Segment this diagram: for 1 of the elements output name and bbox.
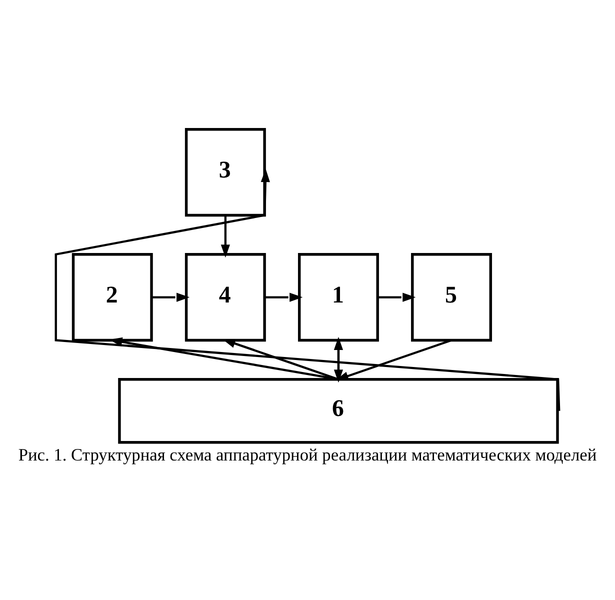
caption: Рис. 1. Структурная схема аппаратурной реализации математических моделей [18,446,597,465]
